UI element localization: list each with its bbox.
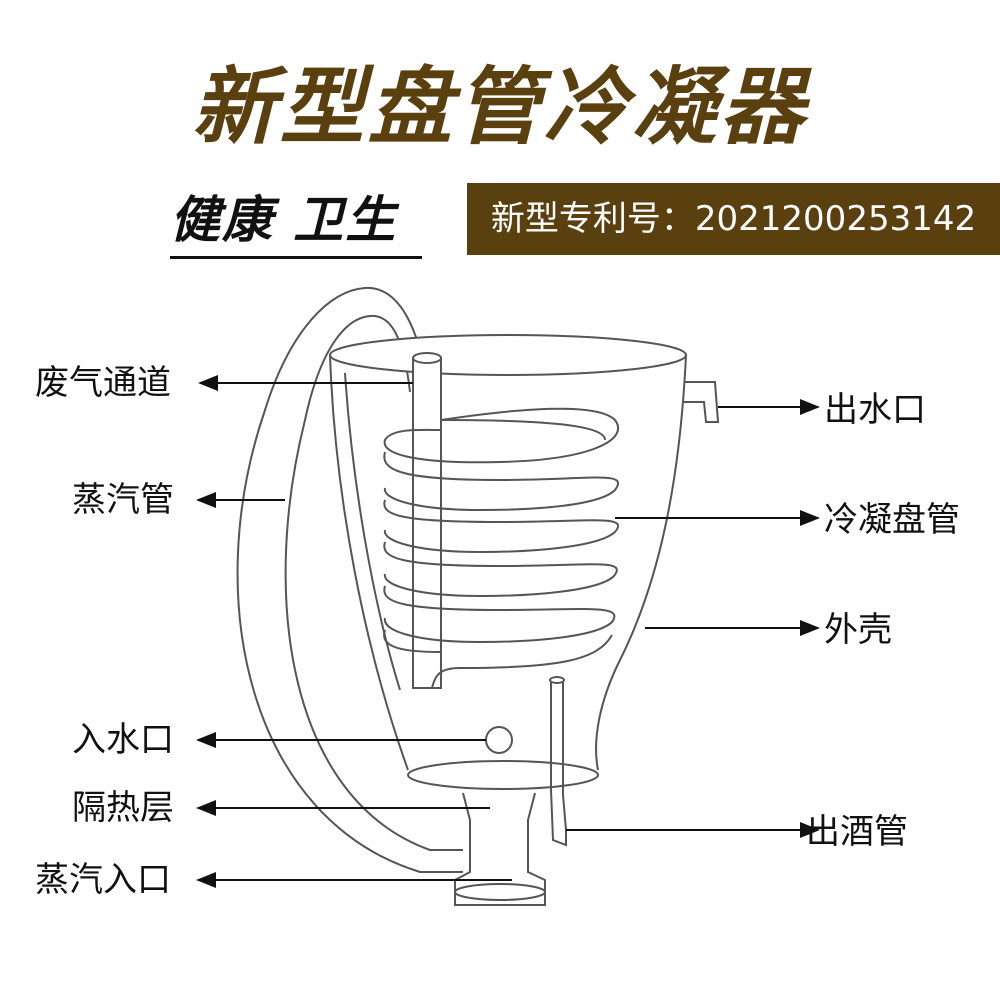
shell-left-wall (329, 354, 409, 771)
water-outlet-pipe (682, 381, 720, 423)
label-shell: 外壳 (824, 610, 892, 650)
label-insulation-layer: 隔热层 (72, 788, 174, 828)
label-exhaust-channel: 废气通道 (35, 363, 171, 403)
liquor-outlet-pipe (550, 680, 567, 847)
steam-pipe-inner (284, 314, 463, 851)
label-liquor-outlet-pipe: 出酒管 (806, 812, 908, 852)
insulation-neck (454, 792, 546, 906)
label-condenser-coil: 冷凝盘管 (824, 500, 960, 540)
condenser-coil (383, 407, 620, 689)
shell-bottom (407, 760, 599, 790)
label-water-inlet: 入水口 (72, 720, 174, 760)
label-steam-pipe: 蒸汽管 (72, 480, 174, 520)
slogan: 健康 卫生 (170, 180, 422, 259)
steam-pipe-outer (236, 286, 463, 873)
steam-inlet-flange (454, 883, 546, 901)
liquor-outlet-top (549, 676, 565, 684)
label-water-outlet: 出水口 (824, 390, 926, 430)
shell-inner-left (344, 372, 401, 691)
exhaust-pipe-top (412, 352, 442, 364)
page-title: 新型盘管冷凝器 (191, 58, 808, 156)
label-steam-inlet: 蒸汽入口 (35, 860, 171, 900)
shell-right-wall (595, 354, 687, 771)
patent-banner: 新型专利号：2021200253142 (467, 183, 1000, 255)
water-inlet-hole (485, 726, 513, 754)
shell-top-rim (329, 334, 687, 376)
